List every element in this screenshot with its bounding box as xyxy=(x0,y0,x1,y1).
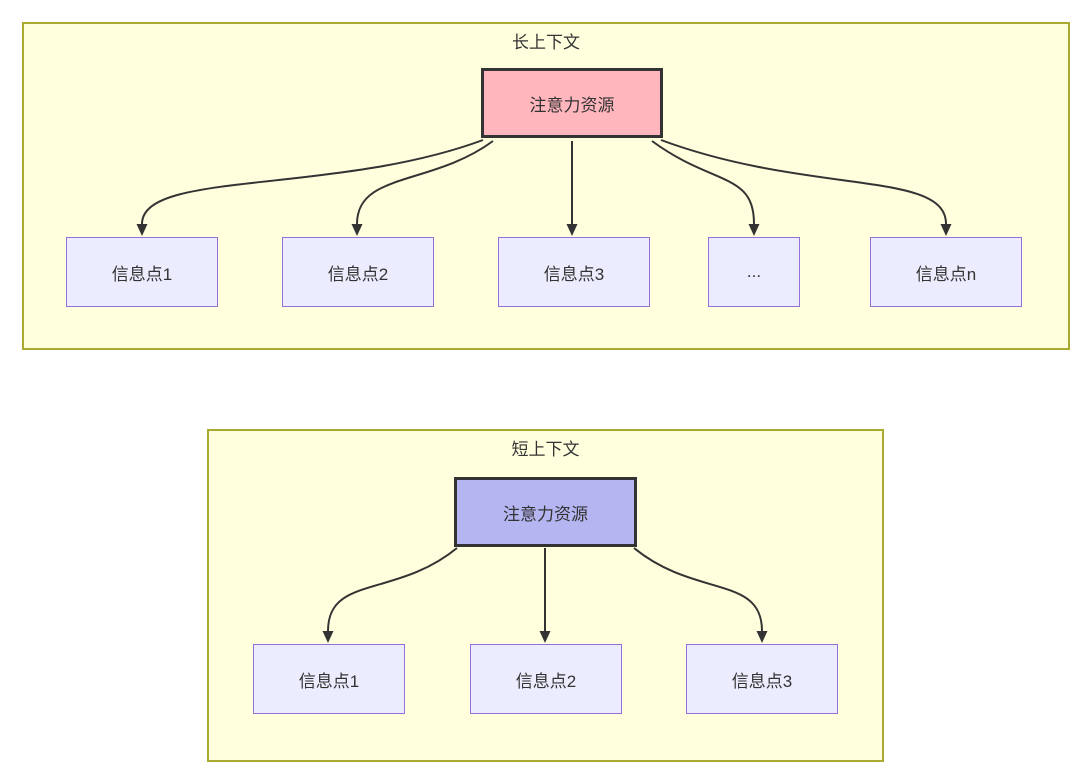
long-attention-label: 注意力资源 xyxy=(529,95,615,115)
long-context-title: 长上下文 xyxy=(512,33,580,52)
long-info-label-n: 信息点n xyxy=(915,264,977,284)
short-info-label-1: 信息点1 xyxy=(298,671,360,691)
long-info-node-n: 信息点n xyxy=(870,237,1022,307)
short-info-node-1: 信息点1 xyxy=(253,644,405,714)
short-info-node-3: 信息点3 xyxy=(686,644,838,714)
long-info-label-dots: ... xyxy=(746,262,762,281)
short-info-label-2: 信息点2 xyxy=(515,671,577,691)
long-info-node-1: 信息点1 xyxy=(66,237,218,307)
long-info-node-dots: ... xyxy=(708,237,800,307)
long-info-node-3: 信息点3 xyxy=(498,237,650,307)
short-info-node-2: 信息点2 xyxy=(470,644,622,714)
short-attention-node: 注意力资源 xyxy=(454,477,637,547)
long-info-label-1: 信息点1 xyxy=(111,264,173,284)
long-info-node-2: 信息点2 xyxy=(282,237,434,307)
long-attention-node: 注意力资源 xyxy=(481,68,663,138)
short-attention-label: 注意力资源 xyxy=(503,504,588,524)
long-info-label-3: 信息点3 xyxy=(543,264,605,284)
short-info-label-3: 信息点3 xyxy=(731,671,793,691)
short-context-title: 短上下文 xyxy=(511,440,580,459)
long-info-label-2: 信息点2 xyxy=(327,264,389,284)
